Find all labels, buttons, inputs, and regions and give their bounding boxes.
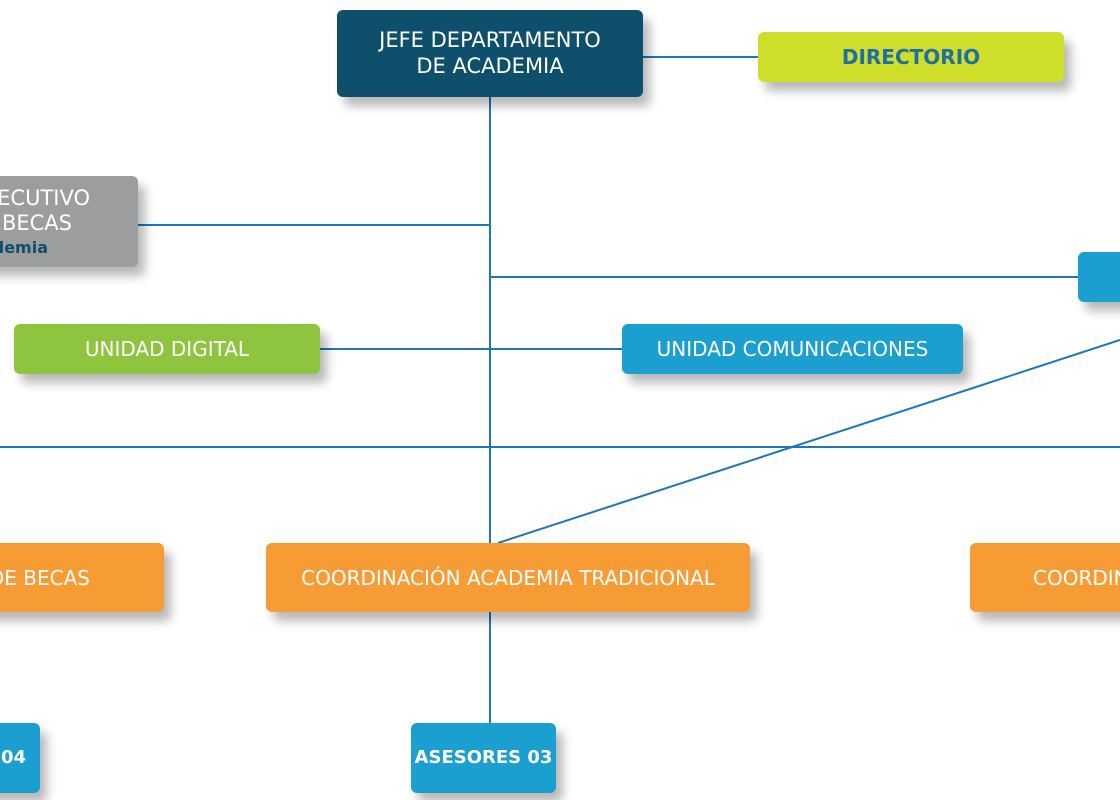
- node-ejecutivo-line2: BECAS: [1, 210, 72, 235]
- node-asesores-03: ASESORES 03: [411, 723, 556, 793]
- node-asesores-03-label: ASESORES 03: [414, 747, 553, 769]
- node-asesores-04-label: 04: [0, 747, 26, 769]
- node-unidad-comunicaciones-label: UNIDAD COMUNICACIONES: [656, 337, 929, 361]
- node-jefe-line2: DE ACADEMIA: [416, 53, 564, 78]
- node-coordinacion-becas: DE BECAS: [0, 543, 164, 612]
- node-directorio-label: DIRECTORIO: [841, 45, 981, 69]
- connector-diagonal: [497, 339, 1120, 544]
- node-ejecutivo-becas: JECUTIVO BECAS demia: [0, 176, 138, 267]
- node-jefe-line1: JEFE DEPARTAMENTO: [379, 28, 601, 53]
- node-jefe-departamento: JEFE DEPARTAMENTO DE ACADEMIA: [337, 10, 643, 97]
- node-right-cut: [1078, 252, 1120, 302]
- node-ejecutivo-sub: demia: [0, 238, 48, 258]
- node-coordinacion-right-label: COORDIN: [1033, 565, 1120, 590]
- node-unidad-digital-label: UNIDAD DIGITAL: [84, 337, 250, 361]
- node-coordinacion-becas-label: DE BECAS: [0, 565, 90, 590]
- node-unidad-digital: UNIDAD DIGITAL: [14, 324, 320, 374]
- node-unidad-comunicaciones: UNIDAD COMUNICACIONES: [622, 324, 963, 374]
- node-asesores-04: 04: [0, 723, 40, 793]
- node-coordinacion-academia-tradicional: COORDINACIÓN ACADEMIA TRADICIONAL: [266, 543, 750, 612]
- node-directorio: DIRECTORIO: [758, 32, 1064, 82]
- node-ejecutivo-line1: JECUTIVO: [0, 185, 90, 210]
- node-coordinacion-right: COORDIN: [970, 543, 1120, 612]
- node-coordinacion-tradicional-label: COORDINACIÓN ACADEMIA TRADICIONAL: [301, 565, 715, 590]
